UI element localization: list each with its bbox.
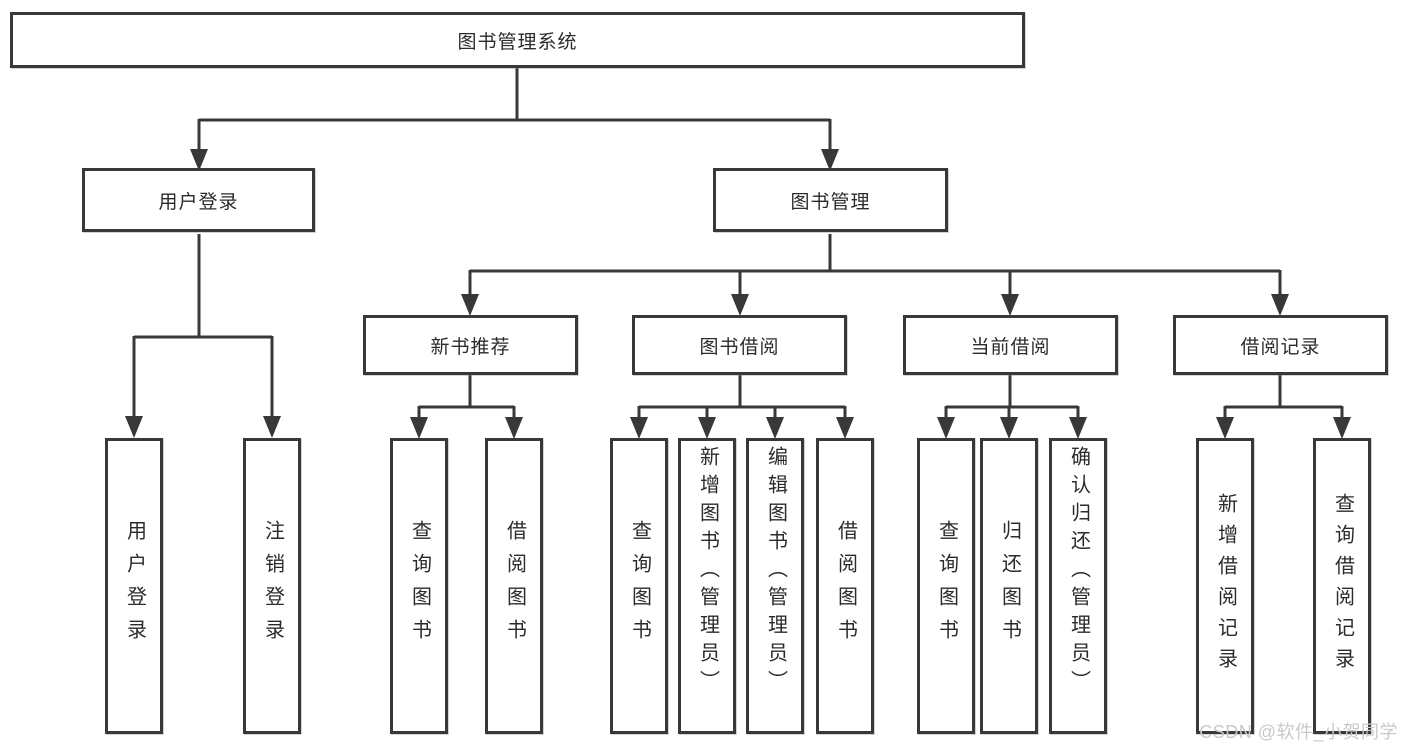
arrowhead-icons xyxy=(125,149,1351,439)
node-new-book-recommend: 新书推荐 xyxy=(363,315,578,375)
leaf-query-books-borrowing: 查询图书 xyxy=(610,438,668,734)
leaf-borrow-books-recommend: 借阅图书 xyxy=(485,438,543,734)
node-user-login: 用户登录 xyxy=(82,168,315,232)
leaf-logout: 注销登录 xyxy=(243,438,301,734)
leaf-query-borrow-record: 查询借阅记录 xyxy=(1313,438,1371,734)
leaf-return-books: 归还图书 xyxy=(980,438,1038,734)
node-book-management: 图书管理 xyxy=(713,168,948,232)
leaf-logout-label: 注销登录 xyxy=(261,520,284,652)
connector-line-paths xyxy=(132,68,1344,417)
leaf-borrow-books: 借阅图书 xyxy=(816,438,874,734)
leaf-add-borrow-record: 新增借阅记录 xyxy=(1196,438,1254,734)
node-borrow-records-label: 借阅记录 xyxy=(1240,336,1321,358)
leaf-query-books-current: 查询图书 xyxy=(917,438,975,734)
leaf-return-books-label: 归还图书 xyxy=(998,520,1021,652)
node-borrow-records: 借阅记录 xyxy=(1173,315,1388,375)
leaf-confirm-return-admin: 确认归还（管理员） xyxy=(1049,438,1107,734)
leaf-borrow-books-label: 借阅图书 xyxy=(834,520,857,652)
node-new-book-recommend-label: 新书推荐 xyxy=(430,336,511,358)
node-book-management-label: 图书管理 xyxy=(790,191,871,213)
leaf-add-book-admin: 新增图书（管理员） xyxy=(678,438,736,734)
leaf-borrow-books-recommend-label: 借阅图书 xyxy=(503,520,526,652)
leaf-add-borrow-record-label: 新增借阅记录 xyxy=(1214,493,1237,679)
node-book-borrowing-label: 图书借阅 xyxy=(699,336,780,358)
leaf-add-book-admin-label: 新增图书（管理员） xyxy=(696,446,719,698)
leaf-query-books-current-label: 查询图书 xyxy=(935,520,958,652)
leaf-user-login: 用户登录 xyxy=(105,438,163,734)
leaf-query-books-recommend-label: 查询图书 xyxy=(408,520,431,652)
leaf-edit-book-admin: 编辑图书（管理员） xyxy=(746,438,804,734)
node-user-login-label: 用户登录 xyxy=(158,191,239,213)
leaf-confirm-return-admin-label: 确认归还（管理员） xyxy=(1067,446,1090,698)
leaf-query-books-recommend: 查询图书 xyxy=(390,438,448,734)
node-root: 图书管理系统 xyxy=(10,12,1025,68)
leaf-query-borrow-record-label: 查询借阅记录 xyxy=(1331,493,1354,679)
node-root-label: 图书管理系统 xyxy=(457,31,578,53)
leaf-query-books-borrowing-label: 查询图书 xyxy=(628,520,651,652)
leaf-edit-book-admin-label: 编辑图书（管理员） xyxy=(764,446,787,698)
node-current-borrowing: 当前借阅 xyxy=(903,315,1118,375)
node-book-borrowing: 图书借阅 xyxy=(632,315,847,375)
leaf-user-login-label: 用户登录 xyxy=(123,520,146,652)
node-current-borrowing-label: 当前借阅 xyxy=(970,336,1051,358)
